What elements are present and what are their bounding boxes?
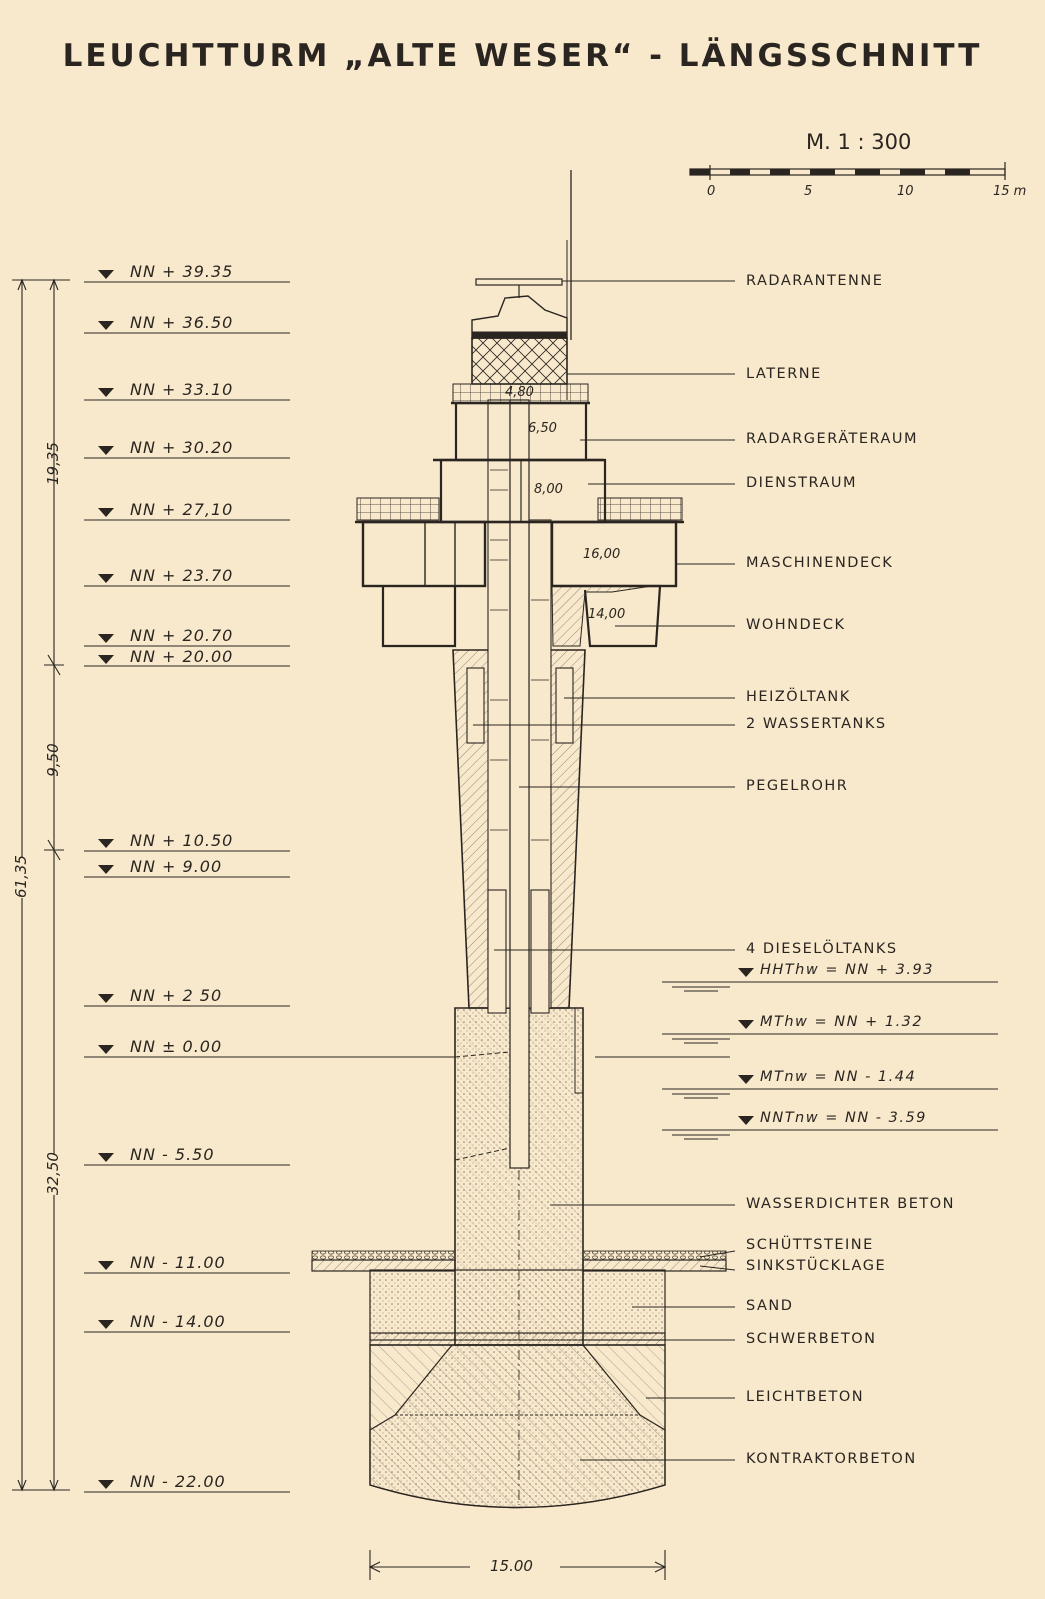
scale-tick-0: 0 bbox=[707, 184, 716, 199]
label-diesel-tanks: 4 DIESELÖLTANKS bbox=[746, 941, 898, 957]
water-level-mtnw: MTnw = NN - 1.44 bbox=[760, 1069, 917, 1085]
foundation bbox=[311, 1250, 727, 1509]
label-heating-oil-tank: HEIZÖLTANK bbox=[746, 689, 851, 705]
living-deck-width: 14,00 bbox=[588, 607, 626, 622]
drawing-title: LEUCHTTURM „ALTE WESER“ - LÄNGSSCHNITT bbox=[62, 38, 983, 74]
level-label: NN - 22.00 bbox=[130, 1472, 226, 1491]
label-lightweight-concrete: LEICHTBETON bbox=[746, 1389, 865, 1405]
water-level-markers bbox=[738, 968, 754, 1125]
label-radar-equipment-room: RADARGERÄTERAUM bbox=[746, 431, 919, 447]
level-label: NN + 20.70 bbox=[130, 626, 234, 645]
level-markers bbox=[98, 270, 114, 1489]
label-rubble-stones: SCHÜTTSTEINE bbox=[746, 1237, 874, 1253]
level-label: NN + 23.70 bbox=[130, 566, 234, 585]
level-label: NN + 33.10 bbox=[130, 380, 234, 399]
label-machine-deck: MASCHINENDECK bbox=[746, 555, 894, 571]
lantern-width: 4,80 bbox=[505, 385, 534, 400]
level-label: NN + 36.50 bbox=[130, 313, 234, 332]
scale-label: M. 1 : 300 bbox=[806, 130, 912, 154]
label-living-deck: WOHNDECK bbox=[746, 617, 846, 633]
label-fascine-mattress: SINKSTÜCKLAGE bbox=[746, 1258, 887, 1274]
leader-lines bbox=[473, 280, 736, 1461]
water-level-mthw: MThw = NN + 1.32 bbox=[760, 1014, 924, 1030]
level-label: NN + 2 50 bbox=[130, 986, 223, 1005]
label-contractor-concrete: KONTRAKTORBETON bbox=[746, 1451, 917, 1467]
tower-head bbox=[355, 170, 684, 648]
scale-bar bbox=[689, 162, 1006, 180]
label-service-room: DIENSTRAUM bbox=[746, 475, 858, 491]
dimension-upper: 19,35 bbox=[44, 442, 62, 485]
dimension-middle: 9,50 bbox=[44, 743, 62, 777]
water-level-nntnw: NNTnw = NN - 3.59 bbox=[760, 1110, 927, 1126]
level-label: NN - 11.00 bbox=[130, 1253, 226, 1272]
label-lantern: LATERNE bbox=[746, 366, 822, 382]
dimension-lower: 32,50 bbox=[44, 1152, 64, 1195]
label-sand: SAND bbox=[746, 1298, 794, 1314]
radar-room-width: 6,50 bbox=[528, 421, 557, 436]
level-lines bbox=[84, 281, 730, 1493]
tower-shaft bbox=[452, 399, 586, 1505]
label-gauge-pipe: PEGELROHR bbox=[746, 778, 849, 794]
scale-tick-5: 5 bbox=[804, 184, 813, 199]
base-width-dimension bbox=[368, 1550, 667, 1580]
service-room-width: 8,00 bbox=[534, 482, 563, 497]
water-level-symbols bbox=[662, 981, 998, 1140]
label-water-tanks: 2 WASSERTANKS bbox=[746, 716, 887, 732]
level-label: NN ± 0.00 bbox=[130, 1037, 223, 1056]
scale-tick-15: 15 m bbox=[993, 184, 1027, 199]
water-level-hhthw: HHThw = NN + 3.93 bbox=[760, 962, 934, 978]
label-heavy-concrete: SCHWERBETON bbox=[746, 1331, 877, 1347]
level-label: NN + 10.50 bbox=[130, 831, 234, 850]
base-width-label: 15.00 bbox=[490, 1557, 533, 1575]
label-radar-antenna: RADARANTENNE bbox=[746, 273, 884, 289]
level-label: NN + 20.00 bbox=[130, 647, 234, 666]
scale-tick-10: 10 bbox=[897, 184, 914, 199]
level-label: NN + 27,10 bbox=[130, 500, 234, 519]
level-label: NN - 14.00 bbox=[130, 1312, 226, 1331]
level-label: NN + 9.00 bbox=[130, 857, 223, 876]
level-label: NN + 39.35 bbox=[130, 262, 234, 281]
machine-deck-width: 16,00 bbox=[583, 547, 621, 562]
level-label: NN - 5.50 bbox=[130, 1145, 215, 1164]
level-label: NN + 30.20 bbox=[130, 438, 234, 457]
dimension-overall: 61,35 bbox=[12, 855, 32, 898]
label-waterproof-concrete: WASSERDICHTER BETON bbox=[746, 1196, 956, 1212]
